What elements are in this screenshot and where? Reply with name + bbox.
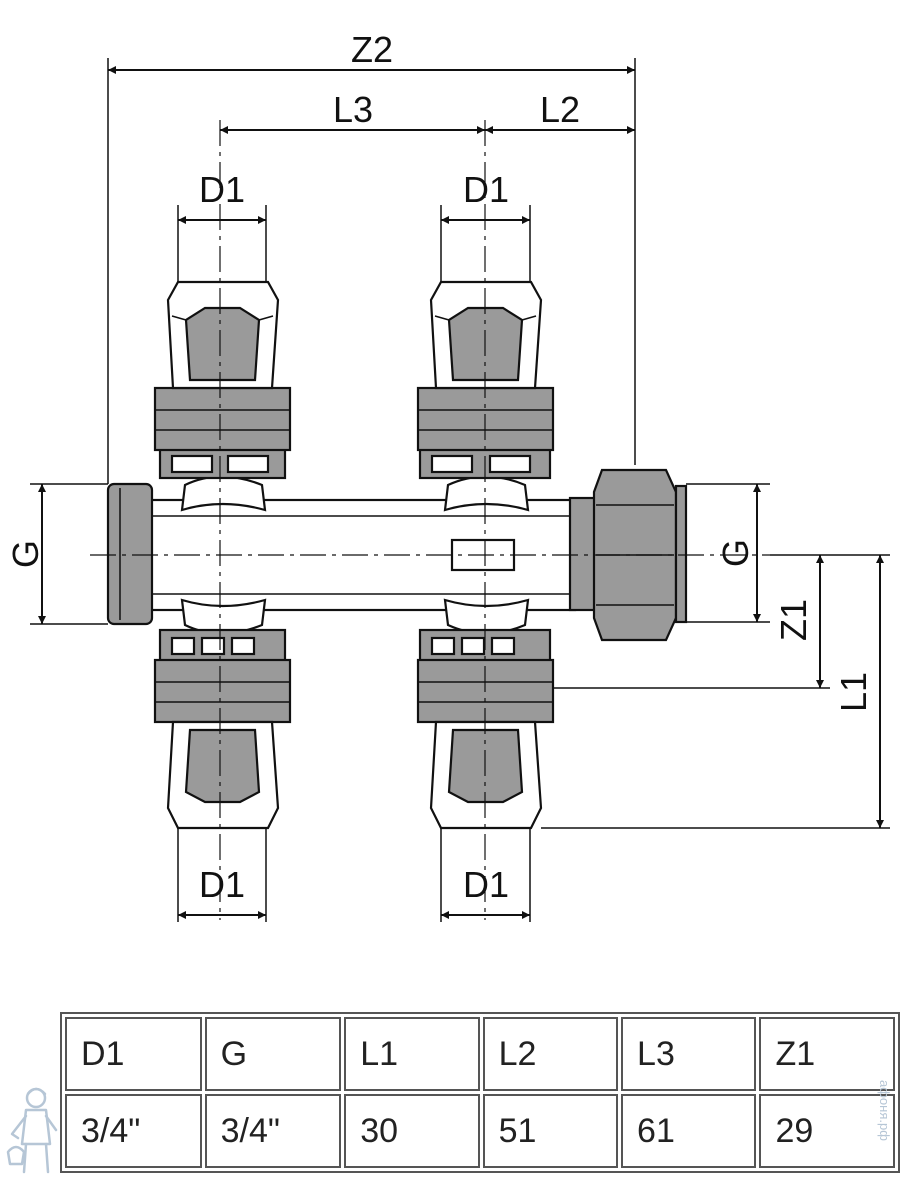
label-g-left: G: [5, 540, 46, 568]
dimensions-table: D1 G L1 L2 L3 Z1 3/4" 3/4" 30 51 61 29: [60, 1012, 900, 1173]
table-value-d1: 3/4": [65, 1094, 202, 1168]
label-d1-bottom-right: D1: [463, 864, 509, 905]
watermark-text: афоня.рф: [877, 1080, 892, 1141]
table-header-d1: D1: [65, 1017, 202, 1091]
table-header-g: G: [204, 1017, 342, 1091]
table-value-row: 3/4" 3/4" 30 51 61 29: [65, 1094, 895, 1168]
fitting-top-left: [153, 280, 292, 512]
table-header-row: D1 G L1 L2 L3 Z1: [65, 1017, 895, 1091]
table-value-z1: 29: [759, 1094, 895, 1168]
label-z1: Z1: [773, 599, 814, 641]
label-d1-top-right: D1: [463, 169, 509, 210]
table-value-l2: 51: [482, 1094, 619, 1168]
table-value-g: 3/4": [204, 1094, 342, 1168]
technical-drawing: Z2 L3 L2 D1 D1 D1 D1 G G Z1 L1: [5, 29, 890, 922]
table-header-l2: L2: [482, 1017, 619, 1091]
label-z2: Z2: [351, 29, 393, 70]
left-thread-end: [106, 482, 154, 626]
table-value-l3: 61: [621, 1094, 757, 1168]
table-header-l3: L3: [621, 1017, 757, 1091]
label-l3: L3: [333, 89, 373, 130]
table-header-l1: L1: [344, 1017, 480, 1091]
fitting-top-right: [416, 280, 555, 512]
label-l1: L1: [833, 672, 874, 712]
table-value-l1: 30: [344, 1094, 480, 1168]
centerlines: [90, 120, 770, 920]
label-d1-top-left: D1: [199, 169, 245, 210]
label-d1-bottom-left: D1: [199, 864, 245, 905]
dimension-lines: [38, 66, 884, 919]
plumber-mascot-icon: [6, 1087, 58, 1174]
label-l2: L2: [540, 89, 580, 130]
right-union-nut: [568, 468, 688, 642]
table-header-z1: Z1: [759, 1017, 895, 1091]
fitting-bottom-left: [153, 598, 292, 830]
label-g-right: G: [715, 539, 756, 567]
dimension-labels: Z2 L3 L2 D1 D1 D1 D1 G G Z1 L1: [5, 29, 874, 905]
